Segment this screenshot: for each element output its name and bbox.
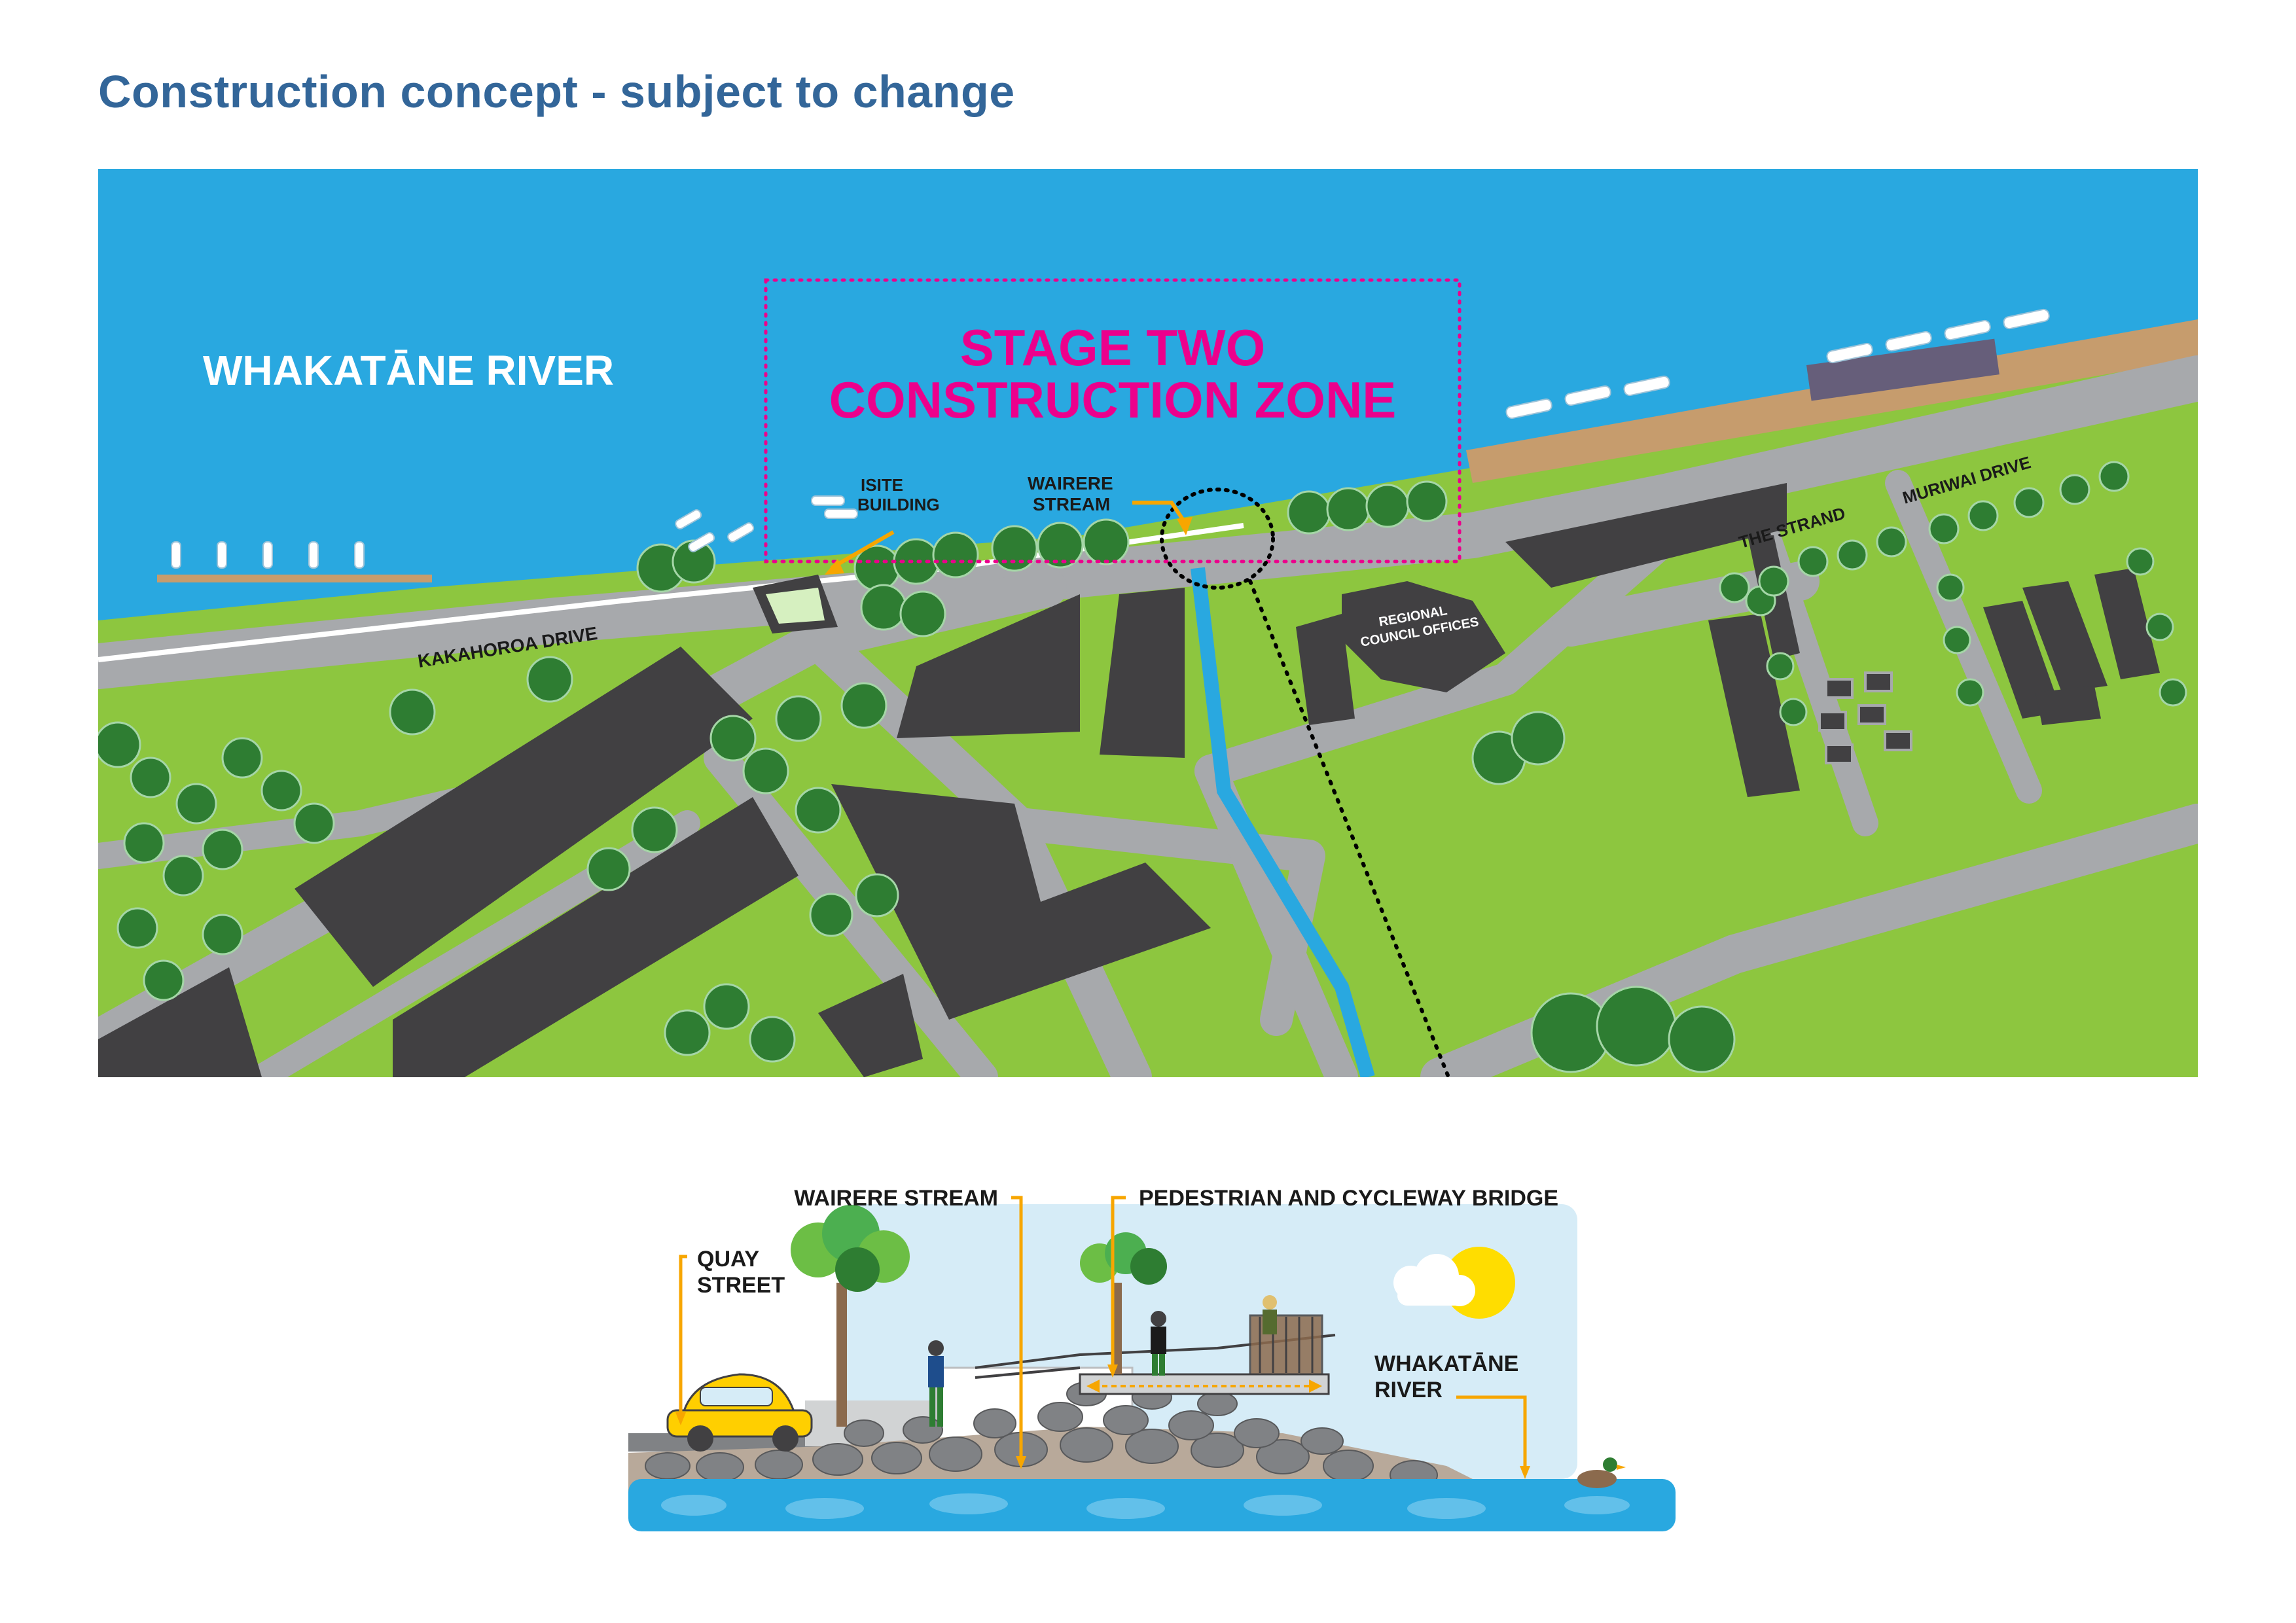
isite-label-line2: BUILDING [857,495,940,514]
parked-cars [1818,671,1912,764]
callout-arrows [830,501,1187,570]
callout-arrowheads [825,517,1193,575]
water-ripples [661,1493,1630,1519]
page-title: Construction concept - subject to change [98,66,1015,117]
stream-highlight-circle [1160,488,1275,590]
wairere-label-line1: WAIRERE [1028,473,1113,493]
wharf [1466,319,2198,483]
site-map: WHAKATĀNE RIVER STAGE TWO CONSTRUCTION Z… [98,169,2198,1077]
detail-leader-line [1248,579,1451,1077]
yellow-car [666,1373,813,1452]
label-whakatane-river-line1: WHAKATĀNE [1374,1351,1518,1376]
wairere-label-line2: STREAM [1033,494,1110,514]
buildings [98,483,2160,1077]
person-walking [928,1340,944,1427]
wairere-stream [1191,567,1375,1077]
scene-callout-lines [679,1196,1527,1466]
zone-label-line1: STAGE TWO [960,319,1266,376]
construction-zone-boundary [764,278,1462,563]
label-wairere-stream: WAIRERE STREAM [794,1186,998,1211]
wharf-shed [1806,338,2000,401]
river [98,169,2198,620]
jetty [157,575,432,582]
zone-label-line2: CONSTRUCTION ZONE [829,371,1397,429]
scene-callout-arrowheads [675,1364,1530,1479]
person-on-bridge [1151,1311,1166,1376]
dimension-arrow-right [1309,1380,1322,1393]
person-with-bike [1263,1295,1277,1334]
isite-roof [766,588,825,624]
label-quay-street-line1: QUAY [697,1247,759,1272]
isite-label-line1: ISITE [861,475,903,495]
label-quay-street-line2: STREET [697,1273,785,1298]
bridge-deck [1079,1373,1330,1395]
label-whakatane-river-line2: RIVER [1374,1378,1443,1402]
cloud-icon [1393,1254,1475,1306]
duck-icon [1577,1457,1626,1488]
label-pedestrian-bridge: PEDESTRIAN AND CYCLEWAY BRIDGE [1139,1186,1558,1211]
boats [171,308,2050,569]
river-label: WHAKATĀNE RIVER [203,347,614,394]
dimension-arrow-left [1086,1380,1100,1393]
scene-tree-left [791,1205,910,1427]
trees [98,461,2187,1073]
bridge-cross-section: WAIRERE STREAM PEDESTRIAN AND CYCLEWAY B… [628,1186,1676,1531]
bridge-pickets [1259,1317,1314,1373]
scene-tree-right [1080,1232,1167,1374]
